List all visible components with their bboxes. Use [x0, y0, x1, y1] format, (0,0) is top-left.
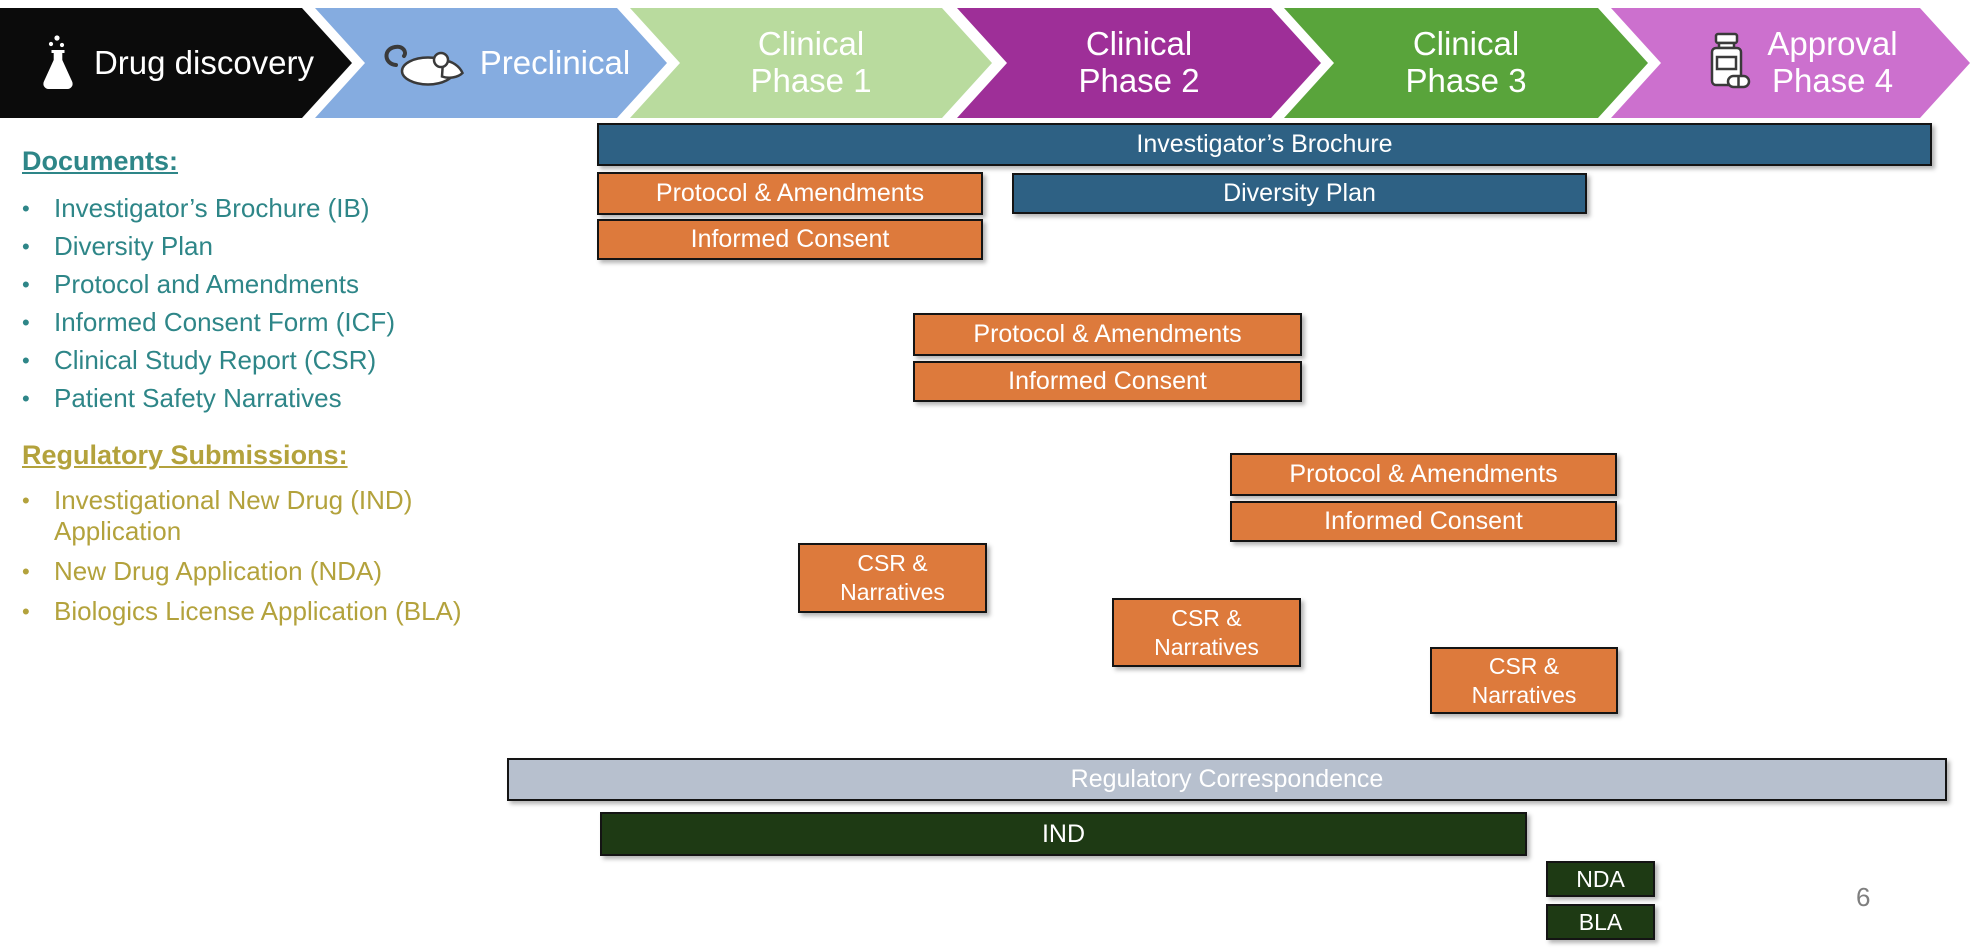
bar-informed-consent-phase2: Informed Consent — [913, 361, 1302, 402]
bar-csr-narratives-phase2: CSR & Narratives — [1112, 598, 1301, 667]
stage-label-line2: Phase 4 — [1771, 62, 1894, 99]
stage-label-line2: Phase 2 — [1078, 62, 1200, 99]
bullet-icon: • — [22, 386, 30, 411]
stage-label-line1: Clinical — [1412, 25, 1520, 63]
bullet-icon: • — [22, 310, 30, 335]
documents-item: Informed Consent Form (ICF) — [54, 307, 395, 337]
stage-label-line1: Clinical — [1085, 25, 1193, 63]
documents-section: Documents: • Investigator’s Brochure (IB)… — [22, 146, 395, 421]
bar-ind: IND — [600, 812, 1527, 856]
regulatory-item: Biologics License Application (BLA) — [54, 596, 462, 626]
bar-label: Informed Consent — [1324, 507, 1523, 535]
bullet-icon: • — [22, 559, 30, 584]
regulatory-submissions-heading: Regulatory Submissions: — [22, 440, 348, 470]
regulatory-item: New Drug Application (NDA) — [54, 556, 383, 586]
list-item: • Investigational New Drug (IND) Applicat… — [22, 485, 464, 547]
stage-drug-discovery: Drug discovery — [0, 8, 352, 118]
bar-label: Protocol & Amendments — [973, 320, 1242, 348]
bar-investigators-brochure: Investigator’s Brochure — [597, 123, 1932, 166]
bar-protocol-amendments-phase2: Protocol & Amendments — [913, 313, 1302, 356]
bar-label: Protocol & Amendments — [1289, 460, 1558, 488]
list-item: • Informed Consent Form (ICF) — [22, 307, 395, 345]
bar-informed-consent-phase3: Informed Consent — [1230, 501, 1617, 542]
bar-csr-narratives-phase1: CSR & Narratives — [798, 543, 987, 613]
bar-label-line2: Narratives — [1154, 633, 1259, 660]
bar-informed-consent-phase1: Informed Consent — [597, 219, 983, 260]
documents-item: Clinical Study Report (CSR) — [54, 345, 377, 375]
regulatory-item: Investigational New Drug (IND) Applicati… — [54, 485, 413, 546]
flask-icon — [38, 33, 78, 93]
stage-label: Drug discovery — [93, 43, 315, 81]
list-item: • Clinical Study Report (CSR) — [22, 345, 395, 383]
documents-item: Diversity Plan — [54, 231, 213, 261]
documents-item: Patient Safety Narratives — [54, 383, 342, 413]
bar-label-line2: Narratives — [840, 579, 945, 605]
stage-clinical-phase-3: Clinical Phase 3 — [1284, 8, 1648, 118]
bar-protocol-amendments-phase3: Protocol & Amendments — [1230, 453, 1617, 496]
bar-label-line1: CSR & — [1171, 604, 1242, 631]
list-item: • Investigator’s Brochure (IB) — [22, 193, 395, 231]
list-item: • Diversity Plan — [22, 231, 395, 269]
bar-label: Protocol & Amendments — [655, 179, 925, 207]
bullet-icon: • — [22, 196, 30, 221]
bar-diversity-plan: Diversity Plan — [1012, 173, 1587, 214]
bullet-icon: • — [22, 348, 30, 373]
list-item: • Protocol and Amendments — [22, 269, 395, 307]
bar-label: BLA — [1578, 908, 1623, 935]
stage-label-line2: Phase 3 — [1405, 62, 1527, 99]
stage-label-line1: Clinical — [757, 25, 865, 63]
bar-bla: BLA — [1546, 904, 1655, 940]
bullet-icon: • — [22, 488, 30, 513]
bar-label-line2: Narratives — [1471, 681, 1577, 708]
page-number: 6 — [1856, 882, 1871, 912]
bullet-icon: • — [22, 599, 30, 624]
stage-clinical-phase-1: Clinical Phase 1 — [630, 8, 992, 118]
bullet-icon: • — [22, 234, 30, 259]
bar-nda: NDA — [1546, 861, 1655, 897]
bar-label: Diversity Plan — [1223, 179, 1376, 207]
mouse-icon — [380, 37, 464, 89]
bar-label: IND — [1041, 819, 1086, 848]
bar-regulatory-correspondence: Regulatory Correspondence — [507, 758, 1947, 801]
list-item: • Patient Safety Narratives — [22, 383, 395, 421]
bar-label: Informed Consent — [1008, 367, 1207, 395]
stage-approval-phase-4: Approval Phase 4 — [1611, 8, 1970, 118]
bar-label: Regulatory Correspondence — [1070, 765, 1384, 793]
stage-clinical-phase-2: Clinical Phase 2 — [957, 8, 1321, 118]
documents-heading: Documents: — [22, 146, 179, 176]
stage-preclinical: Preclinical — [315, 8, 667, 118]
stage-label-line2: Phase 1 — [750, 62, 872, 99]
documents-item: Protocol and Amendments — [54, 269, 359, 299]
bar-label: NDA — [1576, 865, 1625, 892]
stage-label-line1: Approval — [1767, 25, 1898, 63]
documents-item: Investigator’s Brochure (IB) — [54, 193, 370, 223]
regulatory-submissions-section: Regulatory Submissions: • Investigational… — [22, 440, 464, 636]
list-item: • New Drug Application (NDA) — [22, 556, 464, 587]
pill-bottle-icon — [1703, 32, 1751, 94]
bullet-icon: • — [22, 272, 30, 297]
stage-label: Preclinical — [479, 43, 631, 81]
bar-protocol-amendments-phase1: Protocol & Amendments — [597, 172, 983, 215]
bar-label-line1: CSR & — [857, 550, 928, 577]
bar-label: Investigator’s Brochure — [1136, 130, 1393, 158]
list-item: • Biologics License Application (BLA) — [22, 596, 464, 627]
bar-label: Informed Consent — [690, 225, 890, 253]
bar-label-line1: CSR & — [1488, 652, 1560, 679]
bar-csr-narratives-phase3: CSR & Narratives — [1430, 647, 1618, 714]
